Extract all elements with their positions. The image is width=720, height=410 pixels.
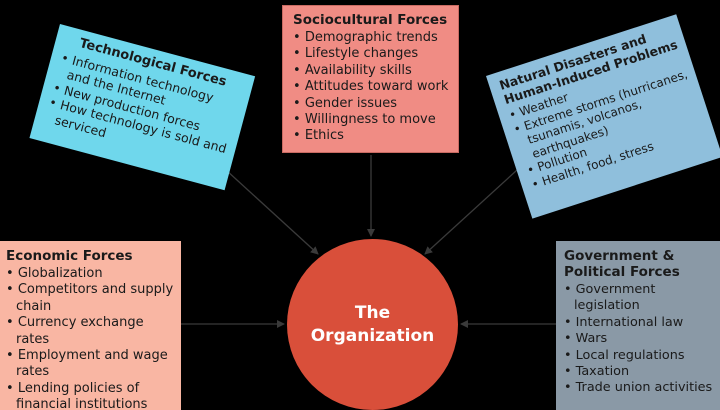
list-item: Attitudes toward work: [293, 79, 450, 95]
organization-label-line2: Organization: [310, 325, 435, 346]
economic-forces-list: Globalization Competitors and supply cha…: [6, 266, 175, 410]
list-item: Taxation: [564, 364, 716, 380]
list-item: Willingness to move: [293, 112, 450, 128]
government-political-forces-box: Government & Political Forces Government…: [556, 241, 720, 410]
list-item: International law: [564, 315, 716, 331]
list-item: Local regulations: [564, 348, 716, 364]
organization-label-line1: The: [354, 302, 391, 323]
list-item: Lending policies of financial institutio…: [6, 381, 175, 410]
economic-forces-title: Economic Forces: [6, 248, 133, 264]
list-item: Ethics: [293, 128, 450, 144]
list-item: Demographic trends: [293, 30, 450, 46]
list-item: Availability skills: [293, 63, 450, 79]
list-item: Gender issues: [293, 96, 450, 112]
list-item: Government legislation: [564, 282, 716, 315]
list-item: Competitors and supply chain: [6, 282, 175, 315]
sociocultural-forces-box: Sociocultural Forces Demographic trends …: [282, 5, 459, 153]
list-item: Lifestyle changes: [293, 46, 450, 62]
government-political-forces-list: Government legislation International law…: [564, 282, 716, 397]
sociocultural-forces-title: Sociocultural Forces: [293, 12, 448, 28]
list-item: Globalization: [6, 266, 175, 282]
economic-forces-box: Economic Forces Globalization Competitor…: [0, 241, 181, 410]
sociocultural-forces-list: Demographic trends Lifestyle changes Ava…: [293, 30, 450, 145]
organization-label: The Organization: [311, 302, 435, 348]
government-political-forces-title: Government & Political Forces: [564, 248, 680, 280]
list-item: Employment and wage rates: [6, 348, 175, 381]
list-item: Wars: [564, 331, 716, 347]
arrow-technological: [225, 169, 319, 255]
list-item: Currency exchange rates: [6, 315, 175, 348]
list-item: Trade union activities: [564, 380, 716, 396]
organization-circle: The Organization: [287, 239, 458, 410]
arrow-natural: [424, 159, 529, 255]
